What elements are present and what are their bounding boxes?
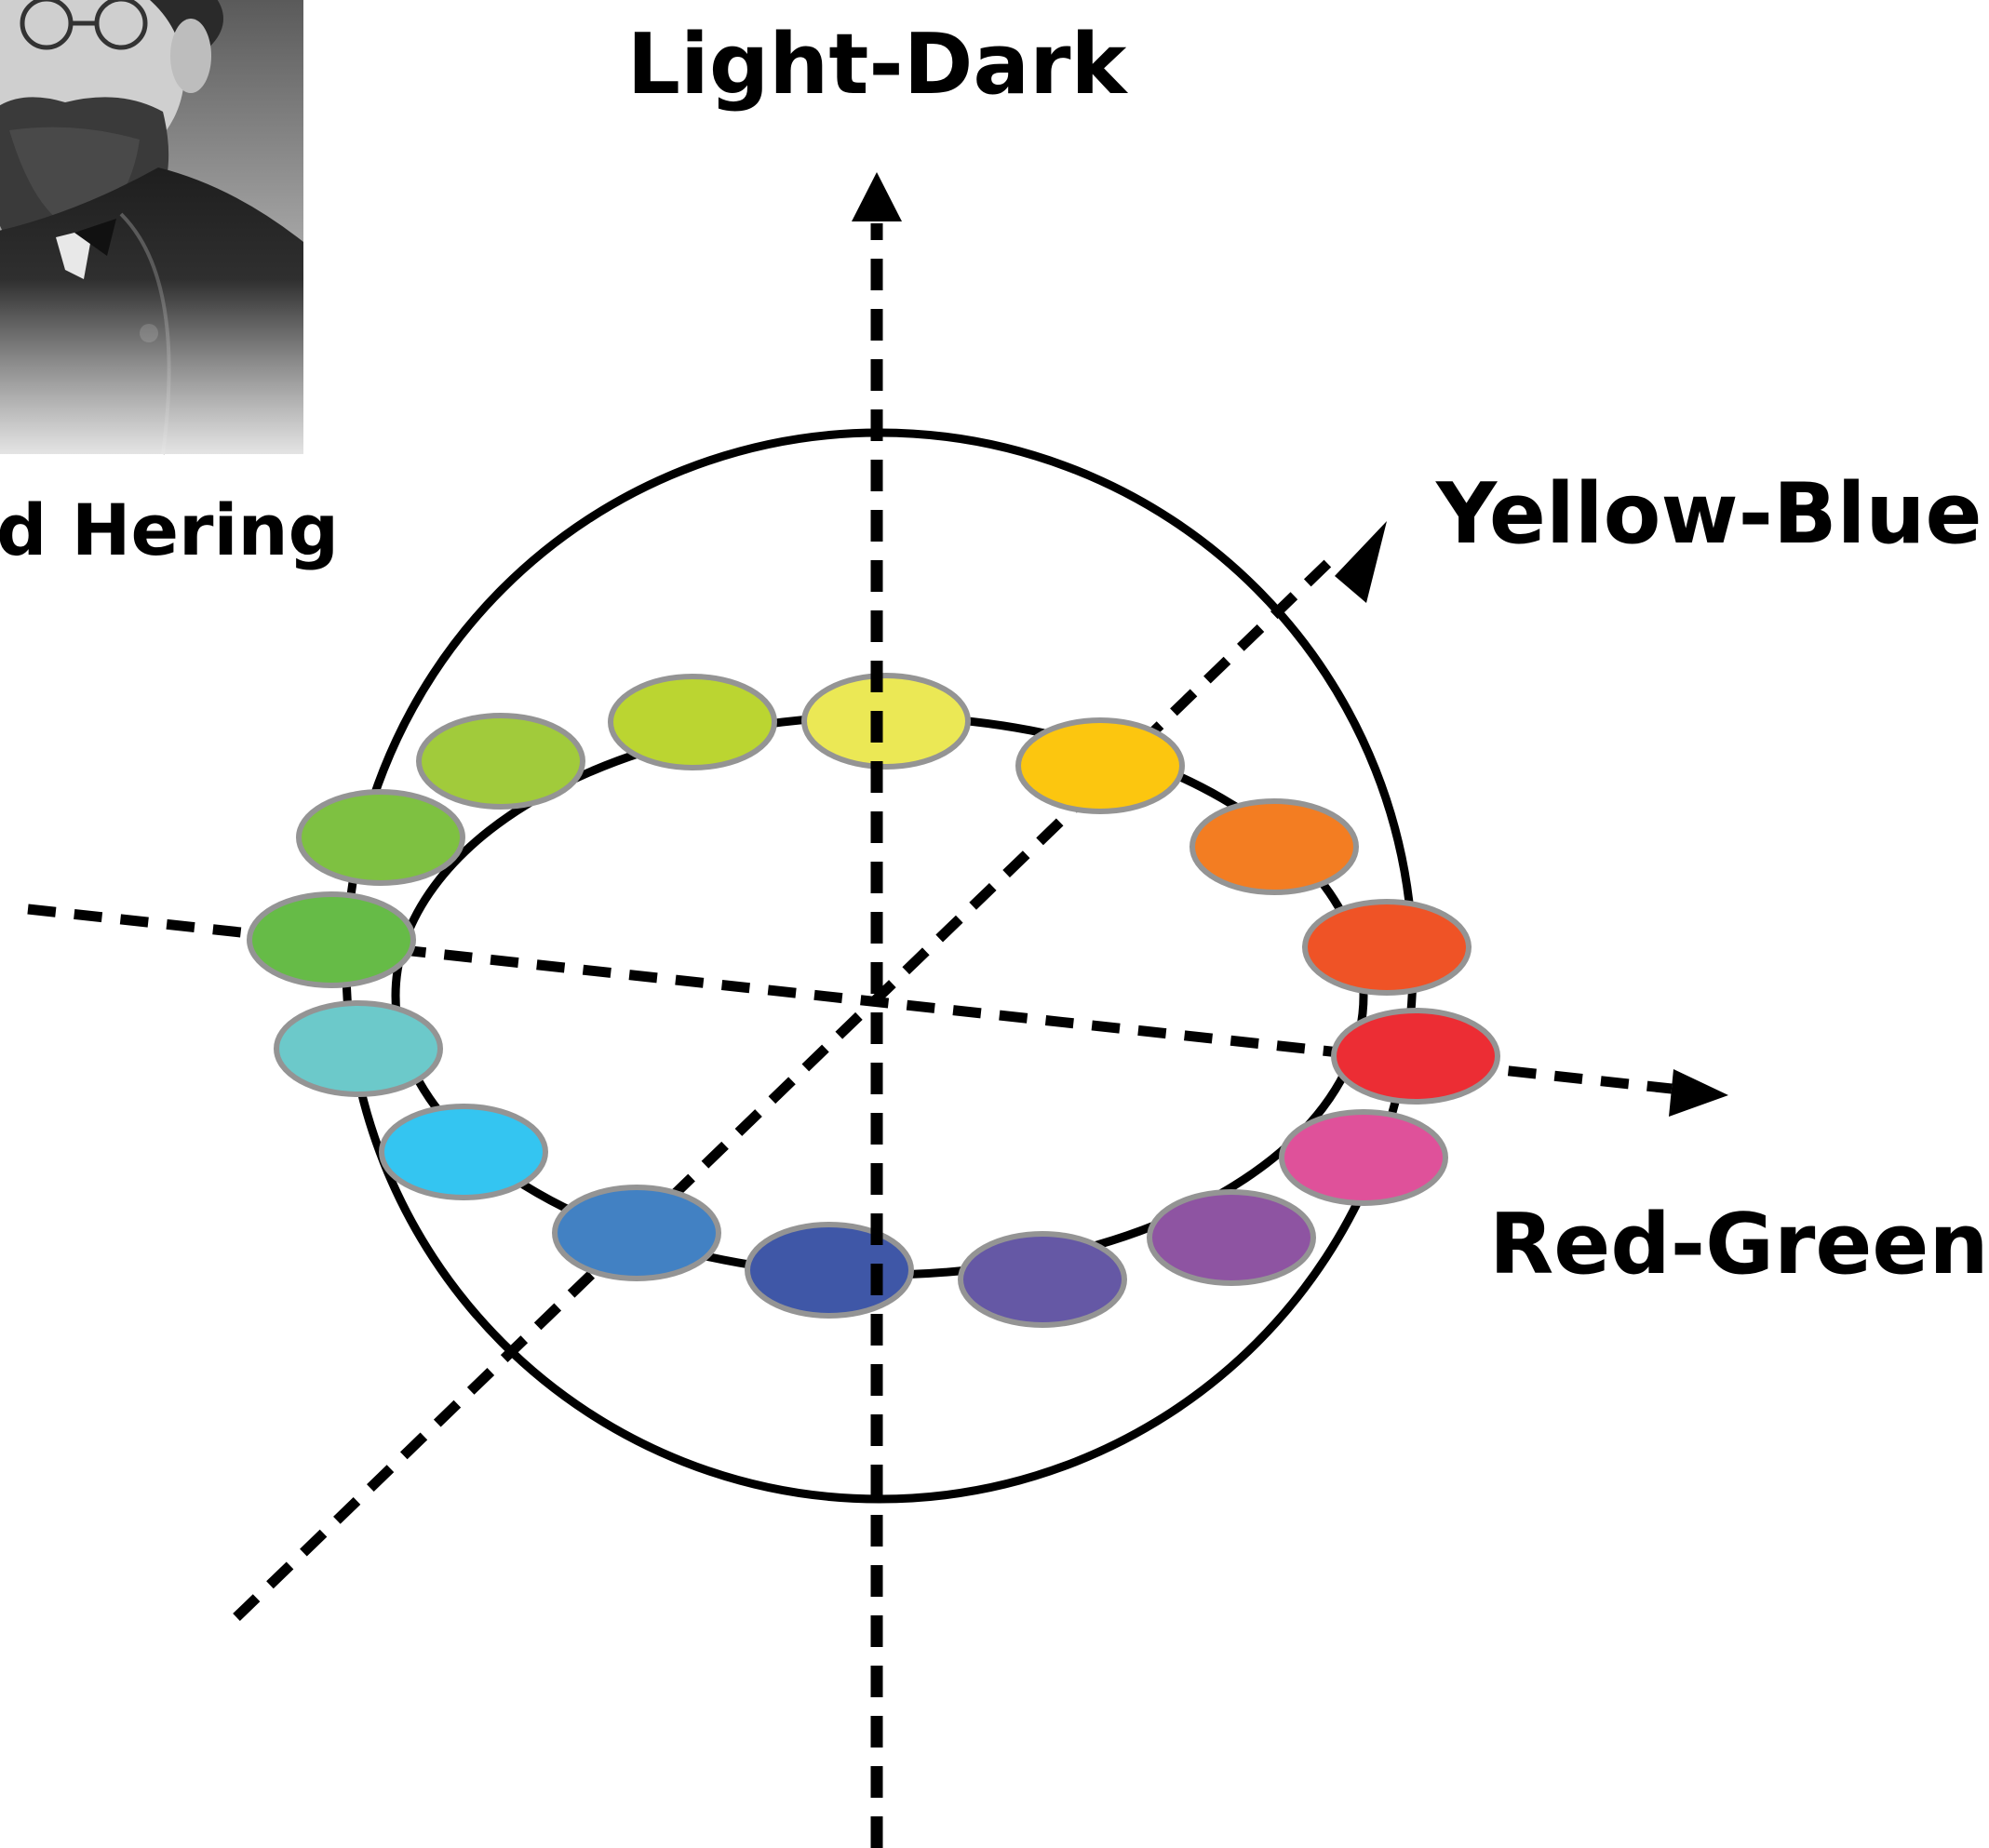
hue-swatch — [611, 676, 774, 768]
hue-swatch — [1149, 1192, 1313, 1283]
light-dark-label: Light-Dark — [627, 16, 1129, 114]
portrait-photo — [0, 0, 303, 454]
yellow-blue-label: Yellow-Blue — [1435, 465, 1982, 563]
hue-swatch — [961, 1234, 1124, 1325]
hue-swatch — [1192, 801, 1356, 892]
hue-swatch — [1018, 720, 1182, 811]
hue-swatch — [276, 1003, 440, 1094]
hue-swatch — [747, 1225, 911, 1316]
hue-swatch — [299, 792, 463, 883]
red-green-arrowhead-icon — [1669, 1069, 1728, 1117]
portrait-caption: d Hering — [0, 489, 339, 571]
hue-swatch — [555, 1187, 719, 1279]
hue-swatch — [1305, 902, 1469, 993]
red-green-label: Red-Green — [1489, 1196, 1989, 1293]
yellow-blue-arrowhead-icon — [1335, 521, 1387, 603]
hue-swatch — [382, 1106, 545, 1198]
light-dark-arrowhead-icon — [852, 172, 902, 221]
hue-swatch — [1334, 1011, 1498, 1102]
hue-swatch — [804, 676, 968, 767]
hue-swatch — [249, 894, 413, 985]
hue-swatch — [419, 716, 583, 807]
hue-swatch — [1282, 1112, 1445, 1203]
